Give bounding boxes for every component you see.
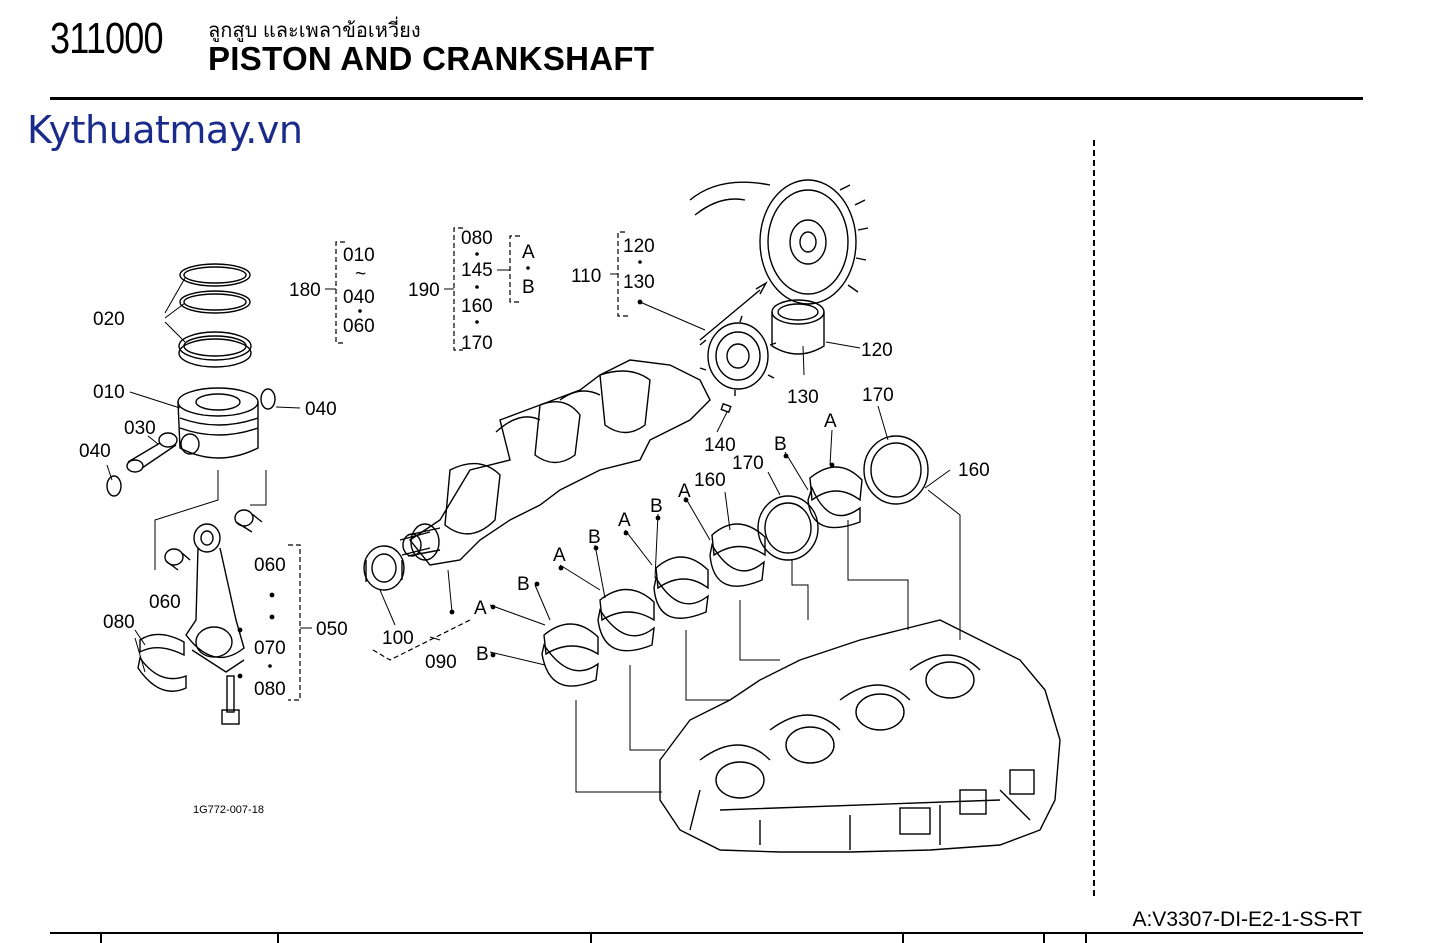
- label-060: 060: [149, 592, 181, 613]
- label-a: A: [824, 411, 837, 432]
- main-bearings: [541, 466, 863, 687]
- thrust-washer-160: [757, 495, 819, 561]
- crank-gear: [699, 315, 777, 396]
- label-dots: [237, 299, 835, 679]
- label-b: B: [588, 527, 601, 548]
- label-040: 040: [305, 399, 337, 420]
- rod-bearing-shells: [137, 633, 187, 692]
- model-code: A:V3307-DI-E2-1-SS-RT: [1132, 908, 1362, 931]
- label-110-120: 120: [623, 236, 655, 257]
- piston-leader-lines: [154, 470, 267, 570]
- label-160: 160: [694, 470, 726, 491]
- label-180-040: 040: [343, 287, 375, 308]
- label-190-080: 080: [461, 228, 493, 249]
- label-080: 080: [254, 679, 286, 700]
- label-a: A: [678, 481, 691, 502]
- footer-tick: [1085, 933, 1087, 943]
- circlip-left: [106, 475, 122, 497]
- piston-rings: [178, 263, 252, 368]
- rod-bolt: [221, 675, 240, 725]
- idler-bushing: [771, 299, 825, 355]
- footer-tick: [1043, 933, 1045, 943]
- footer-rule: [50, 932, 1363, 934]
- label-a: A: [553, 545, 566, 566]
- label-040: 040: [79, 441, 111, 462]
- footer-tick: [590, 933, 592, 943]
- dashed-divider: [1093, 140, 1095, 896]
- label-190-b: B: [522, 277, 535, 298]
- crank-front-shaft: [402, 527, 441, 557]
- label-a: A: [618, 510, 631, 531]
- label-110-130: 130: [623, 272, 655, 293]
- label-110: 110: [571, 266, 601, 287]
- circlip-right: [260, 388, 276, 410]
- connecting-rod: [185, 523, 245, 673]
- label-140: 140: [704, 435, 736, 456]
- label-b: B: [774, 434, 787, 455]
- idler-gear: [689, 179, 869, 305]
- thrust-washer-170: [863, 435, 929, 505]
- label-180-tilde: ~: [355, 264, 366, 285]
- label-090: 090: [425, 652, 457, 673]
- label-080: 080: [103, 612, 135, 633]
- label-170: 170: [732, 453, 764, 474]
- label-120: 120: [861, 340, 893, 361]
- label-b: B: [476, 644, 489, 665]
- crankshaft: [399, 359, 711, 566]
- piston: [177, 387, 259, 459]
- label-060: 060: [254, 555, 286, 576]
- label-190-170: 170: [461, 333, 493, 354]
- label-a: A: [474, 598, 487, 619]
- piston-pin: [126, 432, 178, 473]
- label-190-a: A: [522, 242, 535, 263]
- block-leader-lines: [575, 489, 961, 793]
- label-020: 020: [93, 309, 125, 330]
- label-100: 100: [382, 628, 414, 649]
- figure-id: 1G772-007-18: [193, 804, 264, 816]
- cylinder-block: [659, 619, 1061, 853]
- watermark-text: Kythuatmay.vn: [27, 108, 303, 152]
- label-010: 010: [93, 382, 125, 403]
- bracket-ties: [300, 269, 618, 641]
- label-160: 160: [958, 460, 990, 481]
- thai-title: ลูกสูบ และเพลาข้อเหวี่ยง: [208, 20, 421, 42]
- label-030: 030: [124, 418, 156, 439]
- label-190-145: 145: [461, 260, 493, 281]
- label-190: 190: [408, 280, 440, 301]
- label-180-060: 060: [343, 316, 375, 337]
- label-b: B: [650, 496, 663, 517]
- label-b: B: [517, 574, 530, 595]
- label-170: 170: [862, 385, 894, 406]
- gear-arrow: [699, 281, 768, 341]
- label-130: 130: [787, 387, 819, 408]
- label-leaders: [106, 277, 951, 673]
- crank-key: [720, 402, 732, 414]
- label-070: 070: [254, 638, 286, 659]
- rod-bushings: [164, 509, 263, 571]
- part-number-labels: 020 010 040 030 040 060 060 050 080 070 …: [79, 228, 990, 700]
- label-190-160: 160: [461, 296, 493, 317]
- small-bullets: [268, 252, 642, 668]
- header-rule: [50, 97, 1363, 100]
- label-050: 050: [316, 619, 348, 640]
- page-title: PISTON AND CRANKSHAFT: [208, 40, 655, 77]
- footer-tick: [277, 933, 279, 943]
- label-180-010: 010: [343, 245, 375, 266]
- footer-tick: [100, 933, 102, 943]
- footer-tick: [902, 933, 904, 943]
- section-code: 311000: [50, 14, 164, 63]
- crank-sleeve: [363, 545, 405, 591]
- label-180: 180: [289, 280, 321, 301]
